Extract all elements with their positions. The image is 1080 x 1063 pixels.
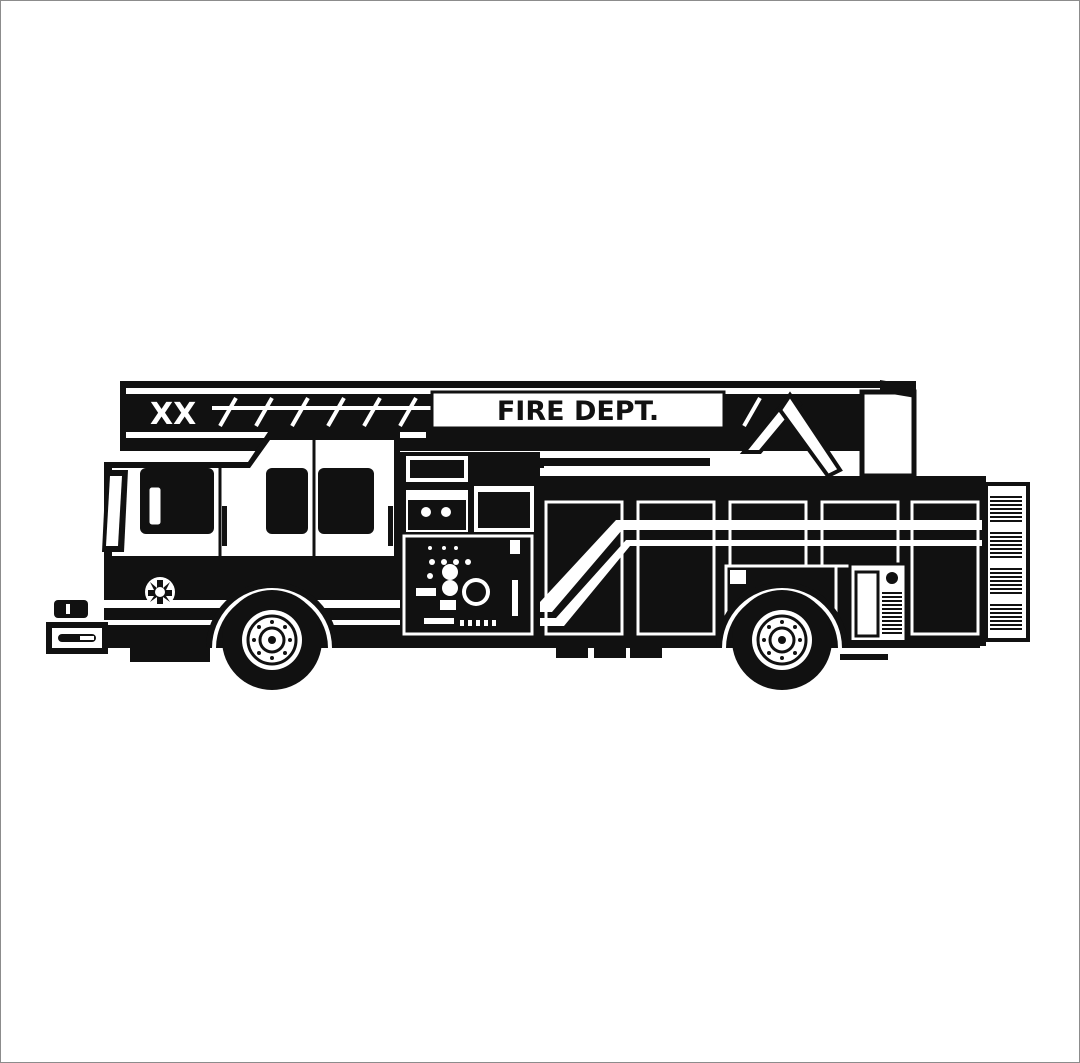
pump-panel	[400, 452, 540, 644]
rear-ladder	[984, 482, 1030, 642]
truck-cab	[102, 432, 400, 648]
fire-dept-sign: FIRE DEPT.	[497, 396, 659, 427]
maltese-cross-icon	[145, 577, 175, 607]
cab-crew-window	[318, 468, 374, 534]
cab-rear-window	[266, 468, 308, 534]
truck-body	[130, 458, 1030, 662]
front-wheel	[206, 582, 338, 690]
front-bumper	[46, 600, 108, 654]
rear-wheel	[716, 582, 848, 690]
warning-light-icon	[54, 600, 88, 618]
aerial-ladder: XX FIRE DEPT.	[120, 380, 917, 479]
ladder-marking: XX	[150, 397, 196, 432]
